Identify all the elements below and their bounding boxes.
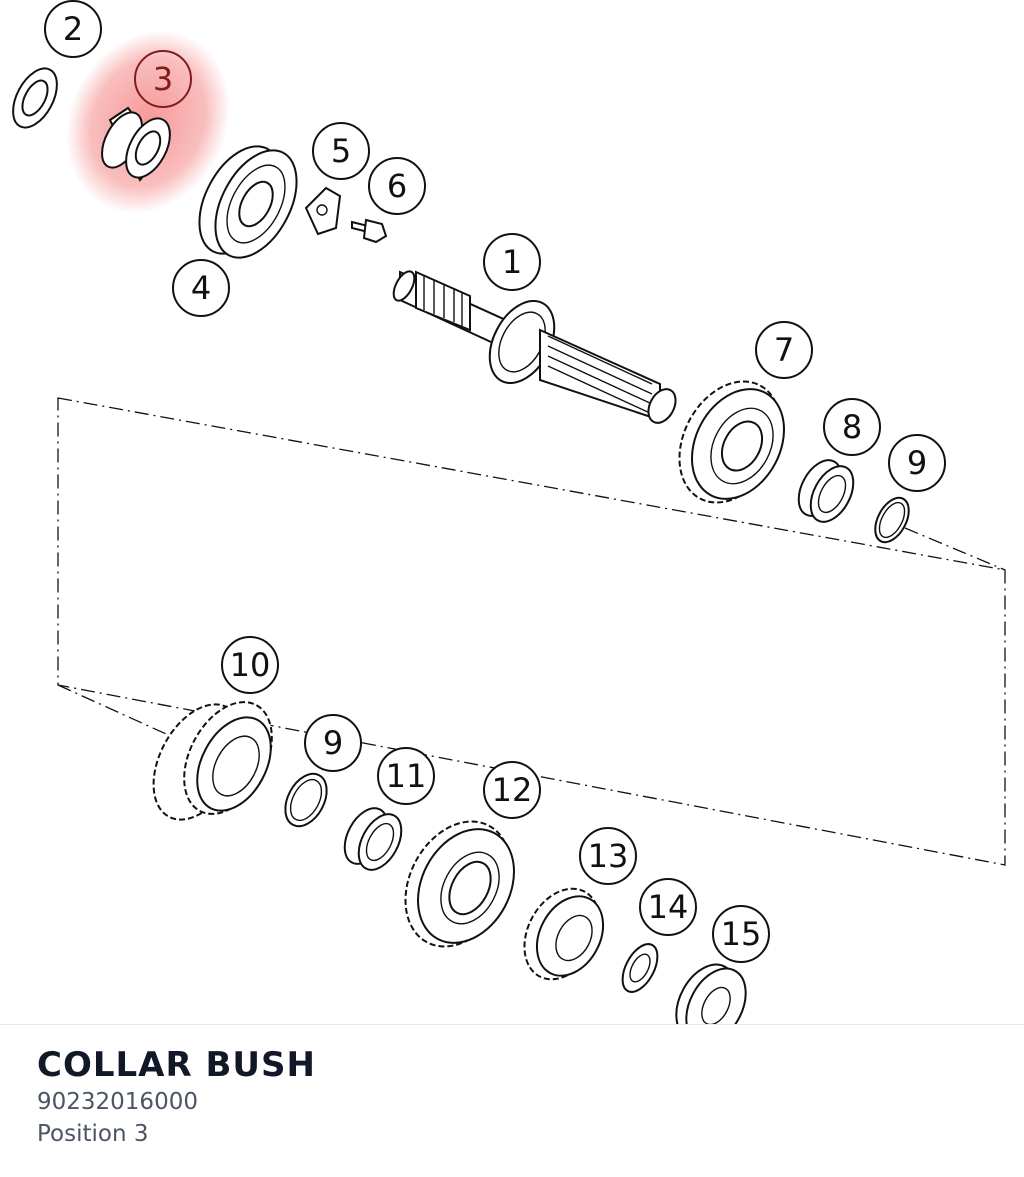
svg-text:1: 1 [502,243,522,281]
svg-text:15: 15 [721,915,762,953]
callout-8[interactable]: 8 [823,398,881,456]
part-14-washer[interactable] [615,938,664,997]
callout-14[interactable]: 14 [639,878,697,936]
callout-2[interactable]: 2 [44,0,102,58]
svg-text:7: 7 [774,331,794,369]
callout-6[interactable]: 6 [368,157,426,215]
part-10-double-gear[interactable] [135,687,289,834]
callout-13[interactable]: 13 [579,827,637,885]
svg-text:5: 5 [331,132,351,170]
part-5-lock-plate[interactable] [304,186,342,236]
callout-12[interactable]: 12 [483,761,541,819]
part-number: 90232016000 [37,1089,198,1115]
svg-text:3: 3 [153,60,173,98]
svg-text:11: 11 [386,757,427,795]
part-6-screw[interactable] [351,218,388,244]
part-name: COLLAR BUSH [37,1045,316,1085]
axis-line-right [904,527,1006,571]
part-position: Position 3 [37,1121,149,1147]
callout-9-upper[interactable]: 9 [888,434,946,492]
svg-text:12: 12 [492,771,533,809]
svg-text:9: 9 [907,444,927,482]
part-12-gear[interactable] [385,803,533,965]
axis-line [57,684,176,739]
part-7-gear[interactable] [659,364,802,520]
svg-text:6: 6 [387,167,407,205]
callout-10[interactable]: 10 [221,636,279,694]
callout-7[interactable]: 7 [755,321,813,379]
callout-4[interactable]: 4 [172,259,230,317]
part-9-circlip-upper[interactable] [868,492,915,548]
callout-1[interactable]: 1 [483,233,541,291]
callout-9-lower[interactable]: 9 [304,714,362,772]
svg-text:9: 9 [323,724,343,762]
divider [0,1024,1024,1025]
part-3-collar-bush[interactable] [94,106,179,185]
part-15-bearing[interactable] [664,954,757,1024]
part-2-washer[interactable] [4,61,66,134]
part-4-bearing[interactable] [183,133,313,271]
part-info-panel: COLLAR BUSH 90232016000 Position 3 [37,1044,1004,1150]
assembly-line [57,397,1006,866]
part-9-circlip-lower[interactable] [277,767,335,833]
exploded-parts-diagram: 1 2 3 4 5 6 7 8 9 10 9 11 12 13 14 15 [4,0,1006,1024]
callout-5[interactable]: 5 [312,122,370,180]
svg-text:10: 10 [230,646,271,684]
callout-3[interactable]: 3 [134,50,192,108]
svg-text:4: 4 [191,269,211,307]
callout-11[interactable]: 11 [377,747,435,805]
part-1-main-shaft[interactable] [389,268,681,427]
svg-text:2: 2 [63,10,83,48]
part-13-gear[interactable] [509,876,616,993]
part-8-needle-bearing[interactable] [790,453,862,529]
svg-text:8: 8 [842,408,862,446]
svg-text:14: 14 [648,888,689,926]
svg-text:13: 13 [588,837,629,875]
part-11-needle-bearing[interactable] [336,801,410,877]
callout-15[interactable]: 15 [712,905,770,963]
